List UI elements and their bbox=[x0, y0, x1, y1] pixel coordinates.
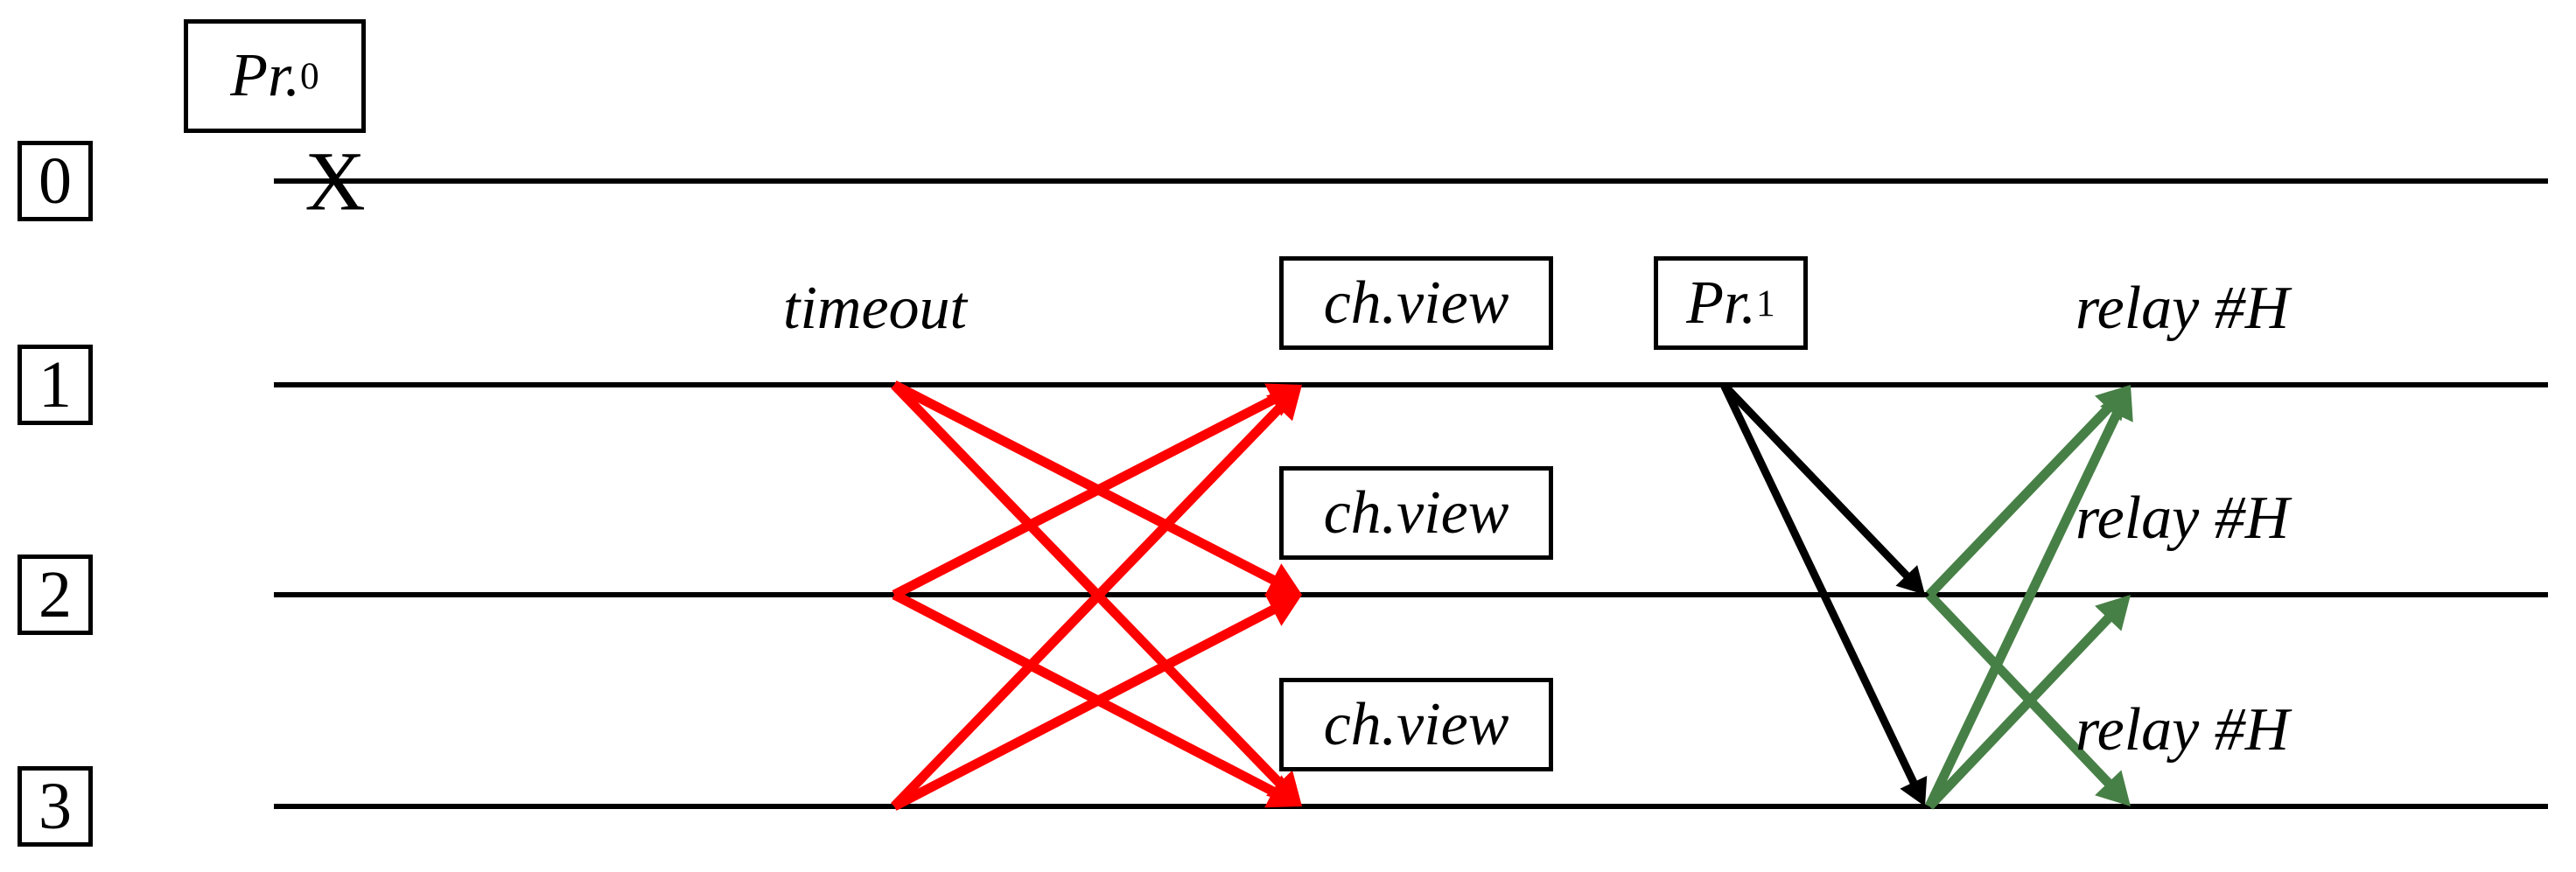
proposal-0-box: Pr.0 bbox=[184, 19, 366, 133]
relay-label-1: relay #H bbox=[2076, 275, 2290, 342]
timeout-broadcast-arrow-4 bbox=[891, 385, 1302, 810]
timeout-broadcast-arrow-3 bbox=[892, 590, 1302, 808]
relay-label-3: relay #H bbox=[2076, 696, 2290, 764]
row-label-2: 2 bbox=[18, 555, 93, 635]
proposal-1-box: Pr.1 bbox=[1654, 256, 1808, 350]
relay-label-2: relay #H bbox=[2076, 485, 2290, 552]
crash-marker-icon: X bbox=[304, 135, 365, 228]
row-label-1: 1 bbox=[18, 345, 93, 425]
timeout-broadcast-arrow-5 bbox=[892, 593, 1302, 811]
relay-broadcast-arrow-1 bbox=[1926, 591, 2131, 806]
chview-text-2: ch.view bbox=[1323, 478, 1509, 547]
timeout-label: timeout bbox=[783, 275, 967, 342]
chview-text-3: ch.view bbox=[1323, 690, 1509, 758]
chview-box-2: ch.view bbox=[1279, 466, 1553, 560]
relay-broadcast-arrow-3 bbox=[1926, 595, 2131, 810]
row-label-3: 3 bbox=[18, 766, 93, 847]
timeline-layer bbox=[274, 178, 2548, 809]
chview-box-3: ch.view bbox=[1279, 678, 1553, 771]
relay-broadcast-arrow-2 bbox=[1925, 385, 2133, 809]
proposal-broadcast-arrow-0 bbox=[1720, 381, 1925, 595]
proposal-broadcast-arrow-1 bbox=[1719, 383, 1928, 806]
timeout-broadcast-arrow-0 bbox=[892, 380, 1302, 596]
proposal-1-text: Pr. bbox=[1686, 269, 1757, 337]
proposal-0-text: Pr. bbox=[230, 42, 301, 109]
chview-box-1: ch.view bbox=[1279, 256, 1553, 350]
row-label-0: 0 bbox=[18, 141, 93, 221]
arrow-layer bbox=[891, 380, 2133, 811]
chview-text-1: ch.view bbox=[1323, 269, 1509, 337]
crash-marker-layer: X bbox=[304, 135, 365, 228]
